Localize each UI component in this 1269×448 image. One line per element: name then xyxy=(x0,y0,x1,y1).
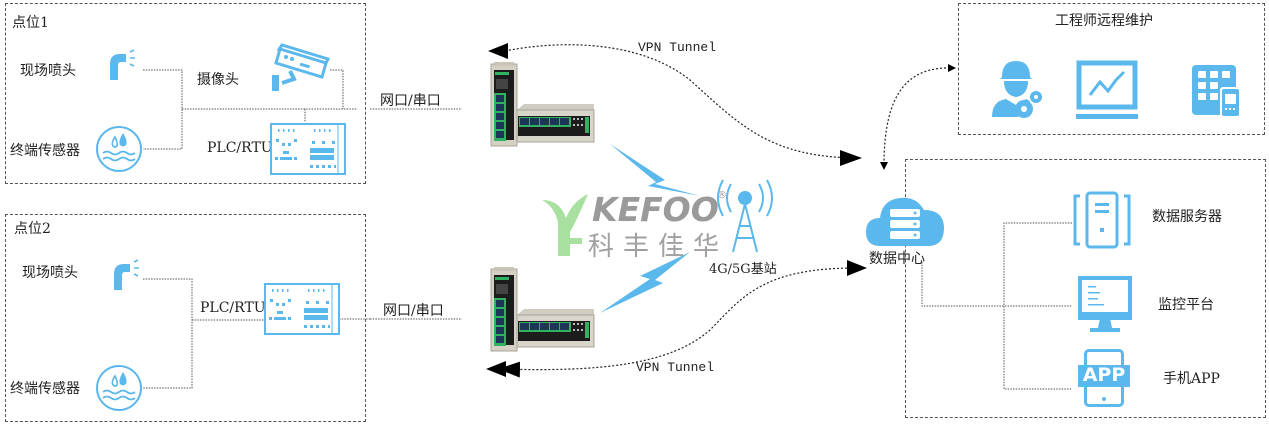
site1-wiring xyxy=(143,69,462,150)
datacenter-label: 数据中心 xyxy=(869,251,925,267)
vpn-bottom-right-arrowhead xyxy=(847,260,867,276)
site1-title: 点位1 xyxy=(12,15,49,31)
datacenter-item-label: 监控平台 xyxy=(1158,297,1214,313)
water-sensor-icon xyxy=(96,365,142,411)
vpn-tunnel-top-label: VPN Tunnel xyxy=(638,40,717,55)
vpn-bottom-arrowhead xyxy=(486,361,506,377)
plc-rtu-icon xyxy=(270,123,346,175)
water-sensor-icon xyxy=(96,126,142,172)
base-station-label: 4G/5G基站 xyxy=(709,262,777,277)
site1-camera-label: 摄像头 xyxy=(197,72,239,88)
vpn-top-arrowhead xyxy=(488,43,508,59)
datacenter-box xyxy=(905,159,1266,418)
monitor-chart-icon xyxy=(1076,60,1138,119)
site2-wiring xyxy=(143,278,462,389)
monitoring-platform-icon xyxy=(1078,276,1132,332)
site1-plc-label: PLC/RTU xyxy=(207,140,273,156)
cell-tower-icon xyxy=(717,179,773,253)
site2-box xyxy=(5,214,366,422)
kefoo-leaf-logo-icon xyxy=(542,194,588,256)
tablet-phone-icon xyxy=(1192,65,1241,118)
remote-maintenance-title: 工程师远程维护 xyxy=(1055,13,1153,29)
signal-bolt-bottom xyxy=(600,252,690,313)
router-device-bottom xyxy=(490,267,595,352)
site1-nozzle-label: 现场喷头 xyxy=(20,63,76,79)
cloud-datacenter-icon xyxy=(866,197,944,246)
site2-plc-label: PLC/RTU xyxy=(200,300,266,316)
remote-link xyxy=(883,67,955,166)
datacenter-wiring xyxy=(921,222,1072,390)
site1-sensor-label: 终端传感器 xyxy=(10,143,80,159)
registered-mark: ® xyxy=(717,190,727,201)
datacenter-item-label: 数据服务器 xyxy=(1152,209,1222,225)
app-icon-text: APP xyxy=(1082,364,1126,386)
nozzle-icon xyxy=(114,259,139,290)
vpn-tunnel-bottom-curve xyxy=(498,267,856,378)
site2-sensor-label: 终端传感器 xyxy=(10,381,80,397)
router-device-top xyxy=(490,62,595,147)
remote-maintenance-box xyxy=(958,3,1265,135)
engineer-icon xyxy=(992,61,1042,118)
plc-rtu-icon xyxy=(264,283,340,335)
data-server-icon xyxy=(1073,191,1131,249)
brand-name-cn: 科丰佳华 xyxy=(588,232,729,262)
nozzle-icon xyxy=(110,49,135,80)
brand-name-en: KEFOO xyxy=(592,190,719,229)
site2-title: 点位2 xyxy=(14,221,51,237)
datacenter-item-label: 手机APP xyxy=(1163,371,1220,387)
site2-port-label: 网口/串口 xyxy=(383,303,444,319)
mobile-app-icon: APP xyxy=(1078,349,1130,409)
vpn-tunnel-bottom-label: VPN Tunnel xyxy=(636,360,715,375)
camera-icon xyxy=(272,43,331,91)
vpn-tunnel-top-curve xyxy=(504,44,862,166)
site2-nozzle-label: 现场喷头 xyxy=(22,265,78,281)
site1-port-label: 网口/串口 xyxy=(380,93,441,109)
signal-bolt-top xyxy=(610,144,700,196)
site1-box xyxy=(5,3,366,184)
